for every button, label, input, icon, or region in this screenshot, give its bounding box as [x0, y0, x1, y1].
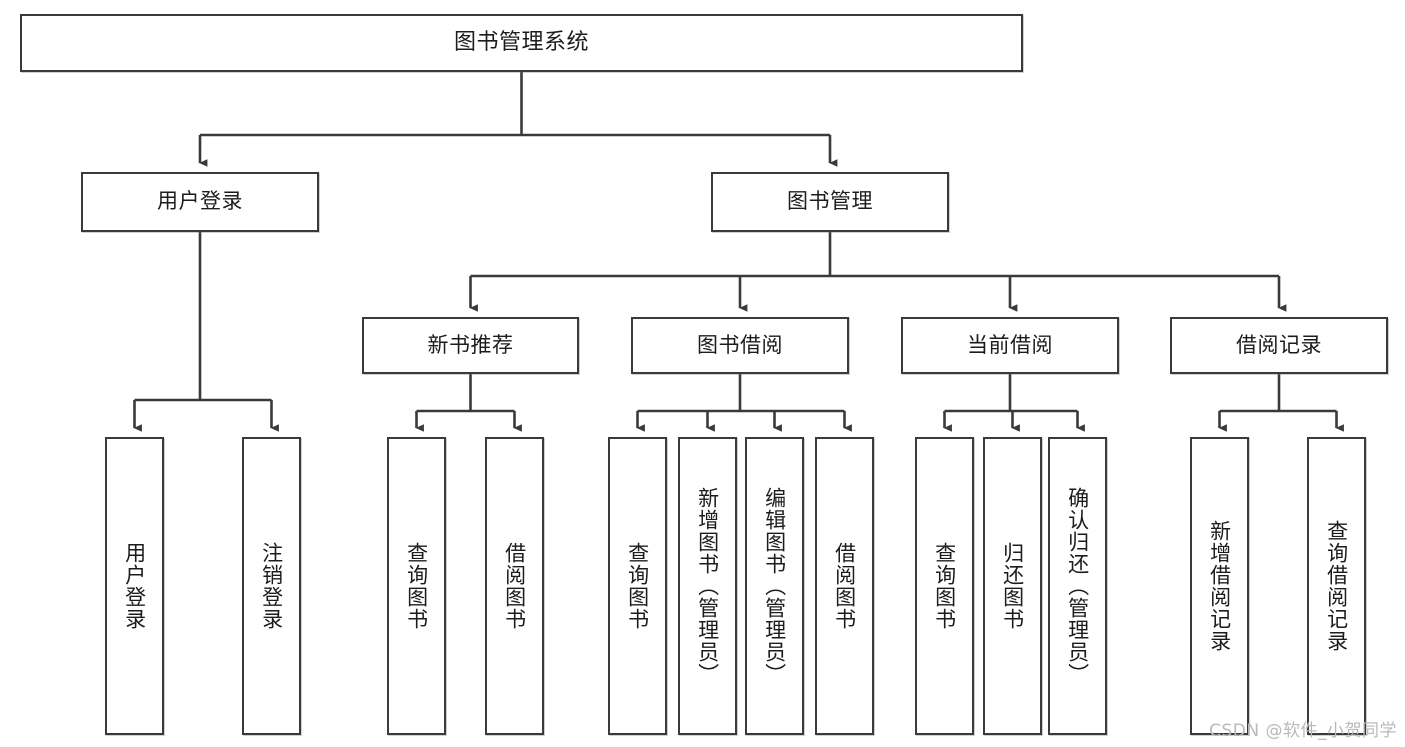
node-leaf-cur-3[interactable]: 确认归还（管理员）	[1048, 437, 1107, 735]
node-label: 注销登录	[259, 542, 284, 630]
node-label: 确认归还（管理员）	[1065, 487, 1090, 685]
node-leaf-borrow-4[interactable]: 借阅图书	[815, 437, 874, 735]
node-label: 新增借阅记录	[1207, 520, 1232, 652]
node-label: 编辑图书（管理员）	[762, 487, 787, 685]
node-leaf-login-2[interactable]: 注销登录	[242, 437, 301, 735]
node-label: 用户登录	[122, 542, 147, 630]
node-label: 当前借阅	[967, 332, 1053, 357]
node-login[interactable]: 用户登录	[81, 172, 319, 232]
node-newbook[interactable]: 新书推荐	[362, 317, 579, 374]
node-leaf-rec-2[interactable]: 查询借阅记录	[1307, 437, 1366, 735]
node-records[interactable]: 借阅记录	[1170, 317, 1388, 374]
node-label: 借阅图书	[502, 542, 527, 630]
node-label: 图书管理	[787, 189, 873, 214]
node-label: 用户登录	[157, 189, 243, 214]
node-leaf-borrow-2[interactable]: 新增图书（管理员）	[678, 437, 737, 735]
node-leaf-rec-1[interactable]: 新增借阅记录	[1190, 437, 1249, 735]
node-leaf-cur-2[interactable]: 归还图书	[983, 437, 1042, 735]
node-current[interactable]: 当前借阅	[901, 317, 1119, 374]
node-label: 新书推荐	[427, 332, 514, 357]
node-leaf-cur-1[interactable]: 查询图书	[915, 437, 974, 735]
node-label: 查询借阅记录	[1324, 520, 1349, 652]
node-leaf-borrow-1[interactable]: 查询图书	[608, 437, 667, 735]
node-leaf-new-1[interactable]: 查询图书	[387, 437, 446, 735]
node-label: 图书管理系统	[453, 29, 589, 55]
node-label: 借阅图书	[832, 542, 857, 630]
node-leaf-login-1[interactable]: 用户登录	[105, 437, 164, 735]
node-label: 查询图书	[932, 542, 957, 630]
node-leaf-new-2[interactable]: 借阅图书	[485, 437, 544, 735]
node-label: 新增图书（管理员）	[695, 487, 720, 685]
node-label: 图书借阅	[697, 332, 783, 357]
node-label: 查询图书	[404, 542, 429, 630]
node-label: 借阅记录	[1236, 332, 1322, 357]
node-label: 归还图书	[1000, 542, 1025, 630]
watermark: CSDN @软件_小贺同学	[1209, 721, 1397, 741]
node-label: 查询图书	[625, 542, 650, 630]
node-leaf-borrow-3[interactable]: 编辑图书（管理员）	[745, 437, 804, 735]
node-bookmgmt[interactable]: 图书管理	[711, 172, 949, 232]
node-root[interactable]: 图书管理系统	[20, 14, 1023, 72]
node-borrow[interactable]: 图书借阅	[631, 317, 849, 374]
